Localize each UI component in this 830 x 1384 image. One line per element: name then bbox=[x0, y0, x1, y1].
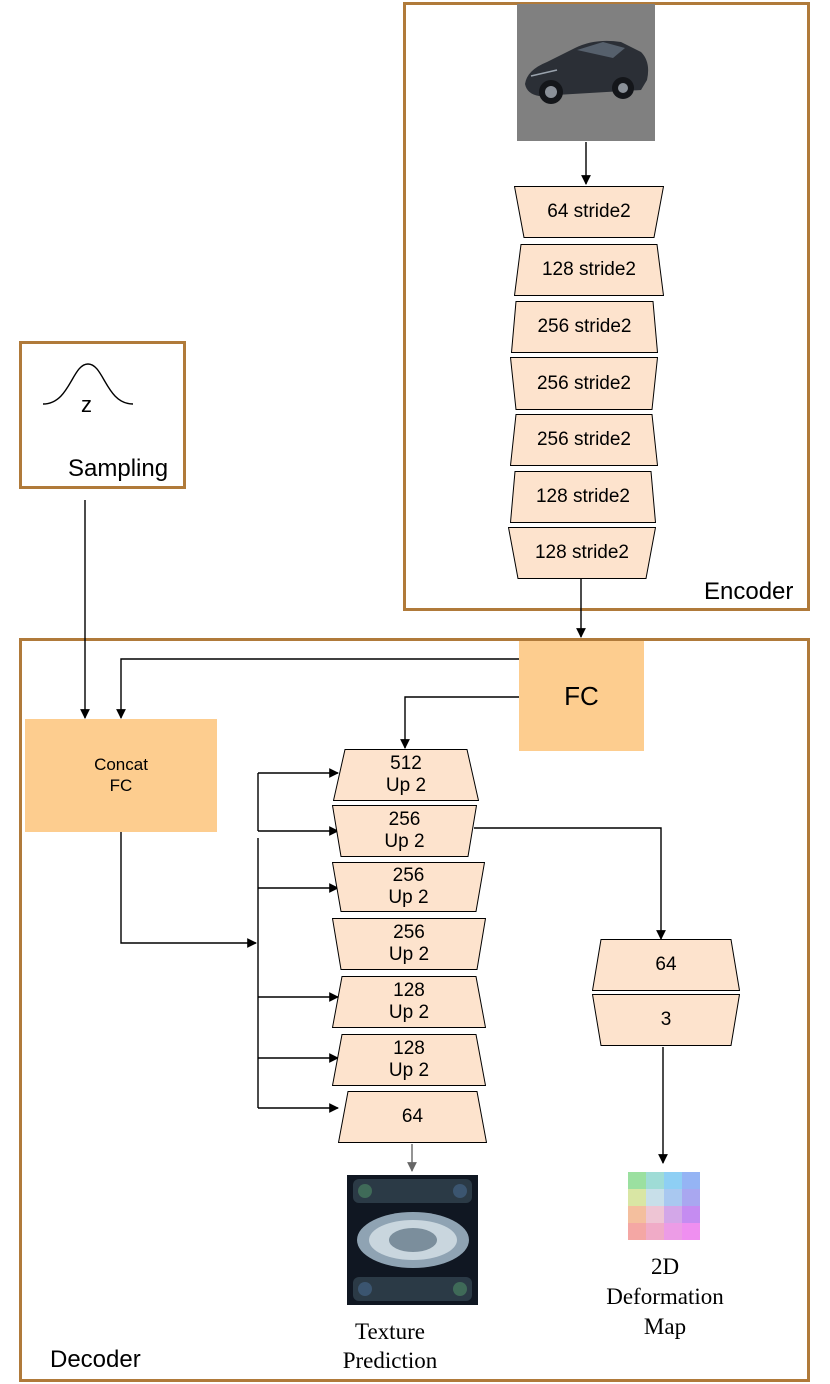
gaussian-curve-icon bbox=[42, 363, 134, 405]
concat-label: Concat bbox=[94, 755, 148, 775]
sampling-frame bbox=[19, 341, 186, 489]
sampling-label: Sampling bbox=[68, 455, 169, 482]
encoder-layer: 128 stride2 bbox=[510, 471, 656, 523]
fc-block: FC bbox=[519, 641, 644, 751]
deformation-layer-label: 3 bbox=[660, 1009, 672, 1031]
fc-label: FC bbox=[564, 680, 599, 711]
encoder-frame bbox=[403, 2, 810, 611]
encoder-layer-label: 256 stride2 bbox=[537, 316, 632, 338]
decoder-layer-channels: 256 bbox=[388, 809, 421, 831]
encoder-label: Encoder bbox=[704, 578, 794, 605]
decoder-layer-op: Up 2 bbox=[388, 1060, 430, 1081]
encoder-layer-label: 128 stride2 bbox=[534, 542, 629, 564]
decoder-layer-op: Up 2 bbox=[384, 831, 425, 852]
car-icon bbox=[525, 40, 649, 104]
deformation-layer-label: 64 bbox=[655, 954, 677, 976]
decoder-layer-channels: 128 bbox=[393, 1038, 425, 1060]
deformation-layer: 3 bbox=[592, 994, 740, 1046]
concat-fc-block: Concat FC bbox=[25, 719, 217, 832]
decoder-layer-channels: 256 bbox=[393, 922, 425, 944]
decoder-layer-op: Up 2 bbox=[385, 775, 427, 796]
decoder-layer-op: Up 2 bbox=[388, 887, 429, 908]
encoder-layer: 128 stride2 bbox=[508, 527, 656, 579]
car-input-image bbox=[517, 4, 655, 141]
decoder-layer-channels: 64 bbox=[401, 1106, 424, 1128]
deformation-map-image bbox=[628, 1172, 700, 1240]
encoder-layer: 256 stride2 bbox=[510, 357, 658, 410]
encoder-layer-label: 256 stride2 bbox=[536, 372, 631, 394]
texture-prediction-label: Texture Prediction bbox=[320, 1318, 460, 1376]
concat-fc-label: FC bbox=[109, 775, 133, 795]
encoder-layer: 128 stride2 bbox=[514, 244, 664, 296]
encoder-layer: 64 stride2 bbox=[514, 186, 664, 238]
decoder-layer-op: Up 2 bbox=[388, 944, 430, 965]
encoder-layer: 256 stride2 bbox=[511, 301, 658, 353]
latent-symbol: z bbox=[81, 392, 92, 417]
decoder-layer-channels: 256 bbox=[392, 865, 425, 887]
encoder-layer-label: 256 stride2 bbox=[536, 429, 631, 451]
deform-label-line2: Deformation bbox=[606, 1283, 724, 1309]
encoder-layer-label: 64 stride2 bbox=[547, 201, 631, 223]
encoder-layer-label: 128 stride2 bbox=[541, 259, 636, 281]
encoder-layer-label: 128 stride2 bbox=[535, 486, 630, 508]
decoder-frame bbox=[19, 638, 810, 1382]
texture-label-line2: Prediction bbox=[342, 1347, 438, 1373]
decoder-layer: 64 bbox=[338, 1091, 487, 1143]
decoder-layer-op: Up 2 bbox=[388, 1002, 430, 1023]
deformation-layer: 64 bbox=[592, 939, 740, 991]
texture-prediction-image bbox=[347, 1175, 478, 1305]
decoder-label: Decoder bbox=[50, 1346, 141, 1373]
deform-label-line3: Map bbox=[643, 1313, 687, 1339]
encoder-layer: 256 stride2 bbox=[510, 414, 658, 466]
deformation-map-label: 2D Deformation Map bbox=[590, 1252, 740, 1342]
deform-label-line1: 2D bbox=[650, 1254, 680, 1279]
texture-map-icon bbox=[347, 1175, 478, 1305]
decoder-layer-channels: 512 bbox=[390, 753, 422, 775]
texture-label-line1: Texture bbox=[355, 1319, 425, 1344]
decoder-layer-channels: 128 bbox=[393, 980, 425, 1002]
